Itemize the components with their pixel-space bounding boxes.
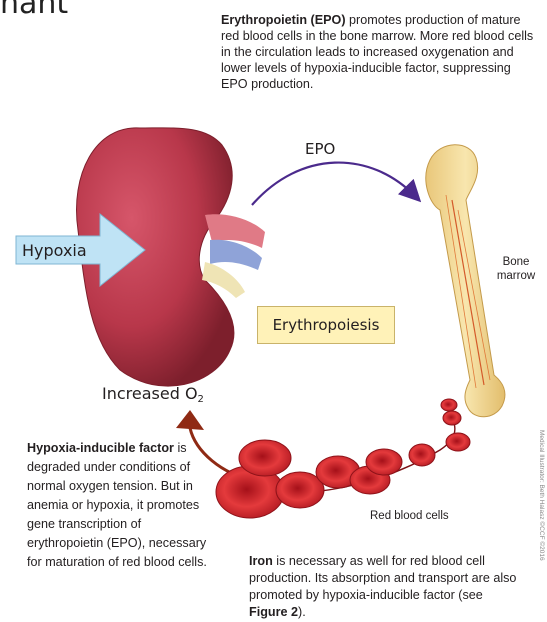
illustrator-credit: Medical Illustrator: Beth Halasz ©CCF ©2… (537, 430, 547, 620)
iron-text-end: ). (298, 605, 306, 619)
hif-term: Hypoxia-inducible factor (27, 441, 174, 455)
hypoxia-label: Hypoxia (22, 241, 87, 260)
bone-marrow-text: Bone marrow (497, 256, 535, 282)
erythropoiesis-label: Erythropoiesis (273, 316, 380, 334)
hif-text: is degraded under conditions of normal o… (27, 441, 207, 569)
iron-term: Iron (249, 554, 273, 568)
credit-text: Medical Illustrator: Beth Halasz ©CCF ©2… (538, 430, 545, 561)
o2-subscript: 2 (198, 394, 204, 405)
epo-arrow (252, 163, 415, 205)
increased-o2-label: Increased O2 (102, 384, 204, 405)
red-blood-cells (216, 399, 470, 518)
iron-text: is necessary as well for red blood cell … (249, 554, 516, 602)
erythropoiesis-box: Erythropoiesis (257, 306, 395, 344)
bone-marrow-label: Bone marrow (492, 255, 540, 283)
hif-description: Hypoxia-inducible factor is degraded und… (27, 439, 217, 572)
figure-reference: Figure 2 (249, 605, 298, 619)
increased-o2-text: Increased O (102, 384, 198, 403)
iron-description: Iron is necessary as well for red blood … (249, 553, 521, 621)
red-blood-cells-label: Red blood cells (370, 510, 449, 522)
epo-label: EPO (305, 140, 335, 158)
